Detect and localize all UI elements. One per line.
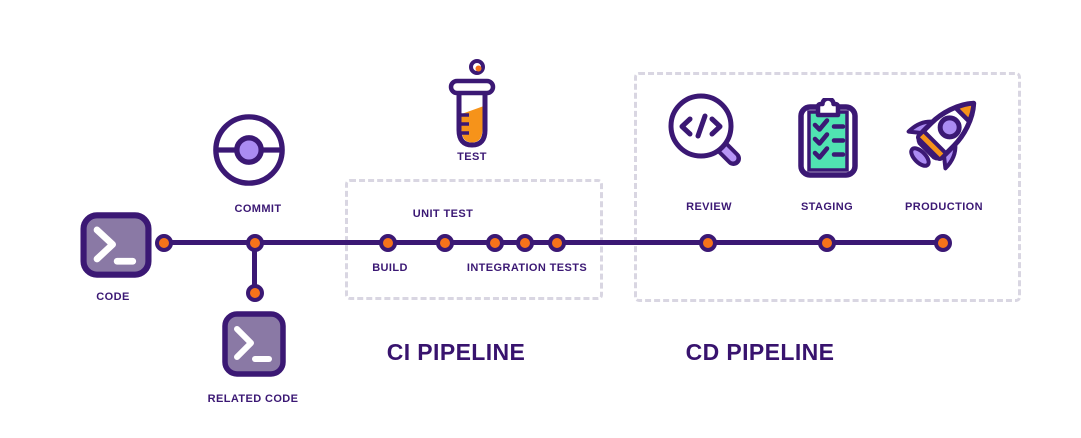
production-label: PRODUCTION <box>905 201 983 213</box>
terminal-icon <box>80 212 152 278</box>
commit-dot-staging <box>818 234 836 252</box>
cd-pipeline-box <box>634 72 1021 302</box>
commit-dot-integration-1 <box>486 234 504 252</box>
related-code-label: RELATED CODE <box>207 393 299 405</box>
rocket-icon <box>906 100 977 171</box>
ci-pipeline-box <box>345 179 603 300</box>
staging-label: STAGING <box>800 201 854 213</box>
commit-dot-build <box>379 234 397 252</box>
integration-tests-label: INTEGRATION TESTS <box>466 262 588 274</box>
commit-dot-review <box>699 234 717 252</box>
pipeline-branch-line <box>252 243 257 293</box>
ci-pipeline-title: CI PIPELINE <box>386 339 526 365</box>
commit-dot-integration-3 <box>548 234 566 252</box>
code-label: CODE <box>96 291 130 303</box>
commit-label: COMMIT <box>234 203 282 215</box>
commit-dot-branch <box>246 284 264 302</box>
commit-dot-integration-2 <box>516 234 534 252</box>
commit-dot-start <box>155 234 173 252</box>
code-magnifier-icon <box>668 93 741 166</box>
test-label: TEST <box>457 151 487 163</box>
commit-dot-unit-test <box>436 234 454 252</box>
unit-test-label: UNIT TEST <box>412 208 474 220</box>
review-label: REVIEW <box>686 201 732 213</box>
checklist-clipboard-icon <box>798 98 858 178</box>
commit-dot-junction <box>246 234 264 252</box>
commit-dot-production <box>934 234 952 252</box>
git-commit-icon <box>213 114 285 186</box>
build-label: BUILD <box>372 262 408 274</box>
cd-pipeline-title: CD PIPELINE <box>685 339 835 365</box>
terminal-icon <box>222 311 286 377</box>
test-tube-icon <box>448 59 496 148</box>
